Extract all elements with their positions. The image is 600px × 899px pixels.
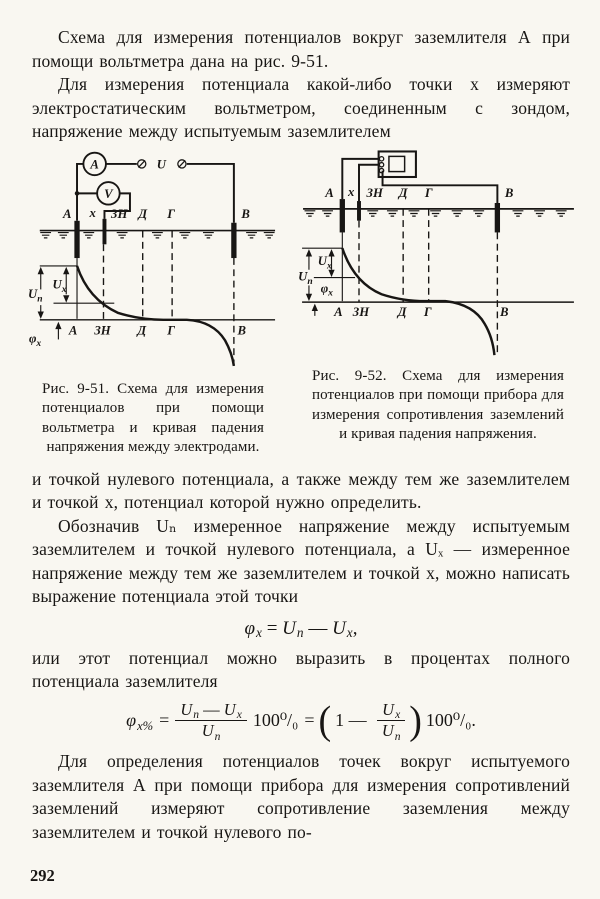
ground-label-zn: ЗН <box>110 206 128 220</box>
ammeter-label: A <box>89 157 99 171</box>
page-number: 292 <box>30 866 55 885</box>
left-paren: ( <box>318 698 332 744</box>
earth-hatching <box>304 209 567 217</box>
figure-9-51: A V U <box>28 150 278 458</box>
device-terminal-icons <box>378 155 385 173</box>
electrode-b <box>494 202 501 232</box>
device-dial <box>388 155 406 172</box>
electrode-b <box>231 222 237 258</box>
percent-1: 100⁰/₀ <box>252 710 299 731</box>
figure-9-52-caption: Рис. 9-52. Схема для измерения потенциал… <box>312 367 564 443</box>
source-terminal-icons <box>136 158 187 169</box>
label-u-x: Ux <box>53 277 67 294</box>
dashed-verticals <box>358 208 499 353</box>
axis-label-g: Г <box>166 323 175 337</box>
formula-phi-x: φx = Un — Ux, <box>32 617 570 641</box>
fraction-1-denominator: Un <box>201 721 221 743</box>
dashed-verticals <box>102 230 235 365</box>
ground-label-a: А <box>62 206 71 220</box>
label-phi-x: φx <box>29 331 41 348</box>
ground-label-b: В <box>504 186 514 200</box>
fraction-2: Ux Un <box>377 700 406 743</box>
ground-label-zn: ЗН <box>365 186 383 200</box>
axis-label-g: Г <box>423 304 432 318</box>
ground-label-g: Г <box>166 206 175 220</box>
axis-label-b: В <box>236 323 246 337</box>
paragraph-intro-2: Для измерения потенциала какой-либо точк… <box>32 74 570 141</box>
ground-label-a: А <box>324 186 334 200</box>
label-phi-x: φx <box>321 281 333 298</box>
axis-label-a: А <box>333 304 343 318</box>
formula-phi-x-expression: φx = Un — Ux, <box>244 617 358 641</box>
electrode-a <box>339 198 345 232</box>
formula-lhs: φx% <box>126 710 154 734</box>
ground-label-x: x <box>347 185 355 199</box>
source-voltage-label: U <box>157 157 167 171</box>
label-u-x: Ux <box>318 253 332 270</box>
wiring <box>76 162 235 223</box>
voltmeter-label: V <box>104 186 114 200</box>
figure-9-52-diagram: А x ЗН Д Г В <box>298 149 574 355</box>
figures-row: A V U <box>28 149 578 458</box>
dimension-arrows <box>305 248 335 316</box>
paragraph-intro-1: Схема для измерения потенциалов вокруг з… <box>32 27 570 71</box>
label-u-total: Un <box>298 269 313 286</box>
axis-label-d: Д <box>136 323 147 337</box>
paragraph-designations: Обозначив Uₙ измеренное напряжение между… <box>32 515 570 607</box>
paragraph-final: Для определения потенциалов точек вокруг… <box>32 751 570 842</box>
ground-label-g: Г <box>424 186 433 200</box>
ammeter-icon <box>82 151 107 176</box>
electrode-a <box>74 220 80 258</box>
paragraph-percent-intro: или этот потенциал можно выразить в проц… <box>32 647 570 692</box>
axis-label-d: Д <box>397 304 408 318</box>
formula-phi-percent: φx% = Un — Ux Un 100⁰/₀ = ( 1 — Ux Un ) … <box>32 698 570 744</box>
junction-dot <box>74 190 80 196</box>
probe-x <box>102 218 107 244</box>
equals-sign-2: = <box>304 710 315 731</box>
right-paren: ) <box>409 698 422 744</box>
ground-label-d: Д <box>137 206 148 220</box>
voltmeter-icon <box>96 180 121 206</box>
axis-label-a: А <box>68 323 78 337</box>
ground-label-d: Д <box>398 186 409 200</box>
paragraph-continuation: и точкой нулевого потенциала, а также ме… <box>32 468 570 513</box>
axis-label-zn: ЗН <box>352 304 370 318</box>
ground-label-x: x <box>89 205 97 219</box>
axis-label-zn: ЗН <box>93 323 111 337</box>
potential-curve <box>341 247 496 355</box>
fraction-2-numerator: Ux <box>377 700 406 722</box>
measuring-device-icon <box>377 149 417 178</box>
fraction-2-denominator: Un <box>381 721 401 743</box>
one-minus: 1 — <box>335 710 372 731</box>
equals-sign: = <box>159 710 170 731</box>
earth-hatching <box>40 231 275 238</box>
axis-label-b: В <box>499 304 509 318</box>
percent-2: 100⁰/₀. <box>425 710 476 731</box>
fraction-1-numerator: Un — Ux <box>175 700 247 722</box>
probe-x <box>357 200 361 221</box>
dimension-arrows <box>37 266 70 339</box>
ground-label-b: В <box>240 206 250 220</box>
figure-9-52: А x ЗН Д Г В <box>298 149 578 445</box>
fraction-1: Un — Ux Un <box>175 700 247 743</box>
figure-9-51-diagram: A V U <box>28 151 276 366</box>
potential-curve <box>75 265 236 366</box>
figure-9-51-caption: Рис. 9-51. Схема для измерения потенциал… <box>42 380 264 456</box>
label-u-total: Un <box>28 287 43 304</box>
